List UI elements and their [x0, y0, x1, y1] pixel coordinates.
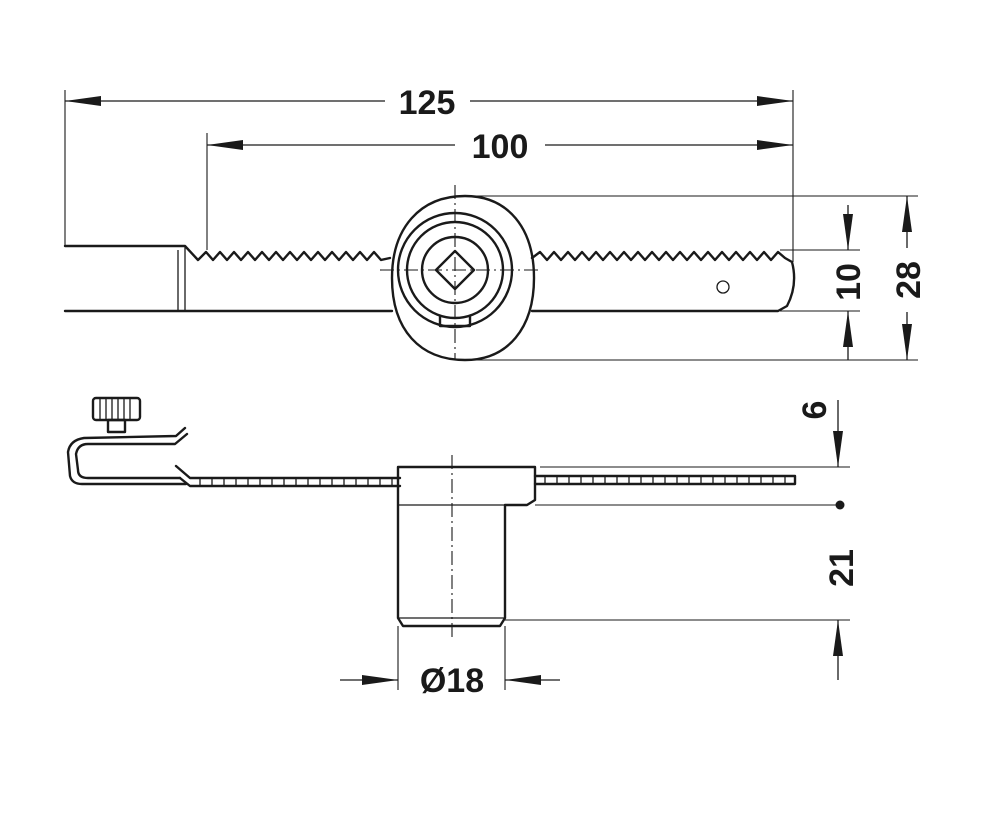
dimension-18-label: Ø18	[420, 662, 484, 700]
dimension-28-label: 28	[890, 261, 928, 299]
arrowhead-28-top	[902, 196, 912, 232]
arrowhead-125-right	[757, 96, 793, 106]
rack-strip-teeth	[199, 476, 786, 486]
dimension-21-label: 21	[823, 549, 861, 587]
housing-side	[396, 465, 537, 628]
thumb-screw-shaft	[106, 418, 127, 434]
arrowhead-28-bottom	[902, 324, 912, 360]
arrowhead-125-left	[65, 96, 101, 106]
dimension-6-label: 6	[796, 401, 834, 420]
lock-housing	[390, 194, 536, 362]
cylinder-notch	[438, 314, 472, 328]
spring-clip	[66, 426, 189, 486]
arrowhead-10-bottom	[843, 311, 853, 347]
side-view: 6 21 Ø18	[66, 396, 861, 700]
thumb-screw-knurl	[99, 398, 131, 420]
top-view: 125 100 10	[63, 84, 928, 362]
rack-bar	[63, 244, 796, 313]
arrowhead-100-left	[207, 140, 243, 150]
arrowhead-6	[833, 431, 843, 467]
arrowhead-10-top	[843, 214, 853, 250]
dimension-125-label: 125	[399, 84, 456, 122]
arrowhead-18-left	[362, 675, 398, 685]
arrowhead-18-right	[505, 675, 541, 685]
arrowhead-100-right	[757, 140, 793, 150]
rack-hole	[716, 280, 730, 294]
dimension-10-label: 10	[830, 263, 868, 301]
dimension-100-label: 100	[472, 128, 529, 166]
dimension-dot	[835, 500, 845, 510]
rack-strip-side	[174, 464, 797, 488]
arrowhead-21	[833, 620, 843, 656]
